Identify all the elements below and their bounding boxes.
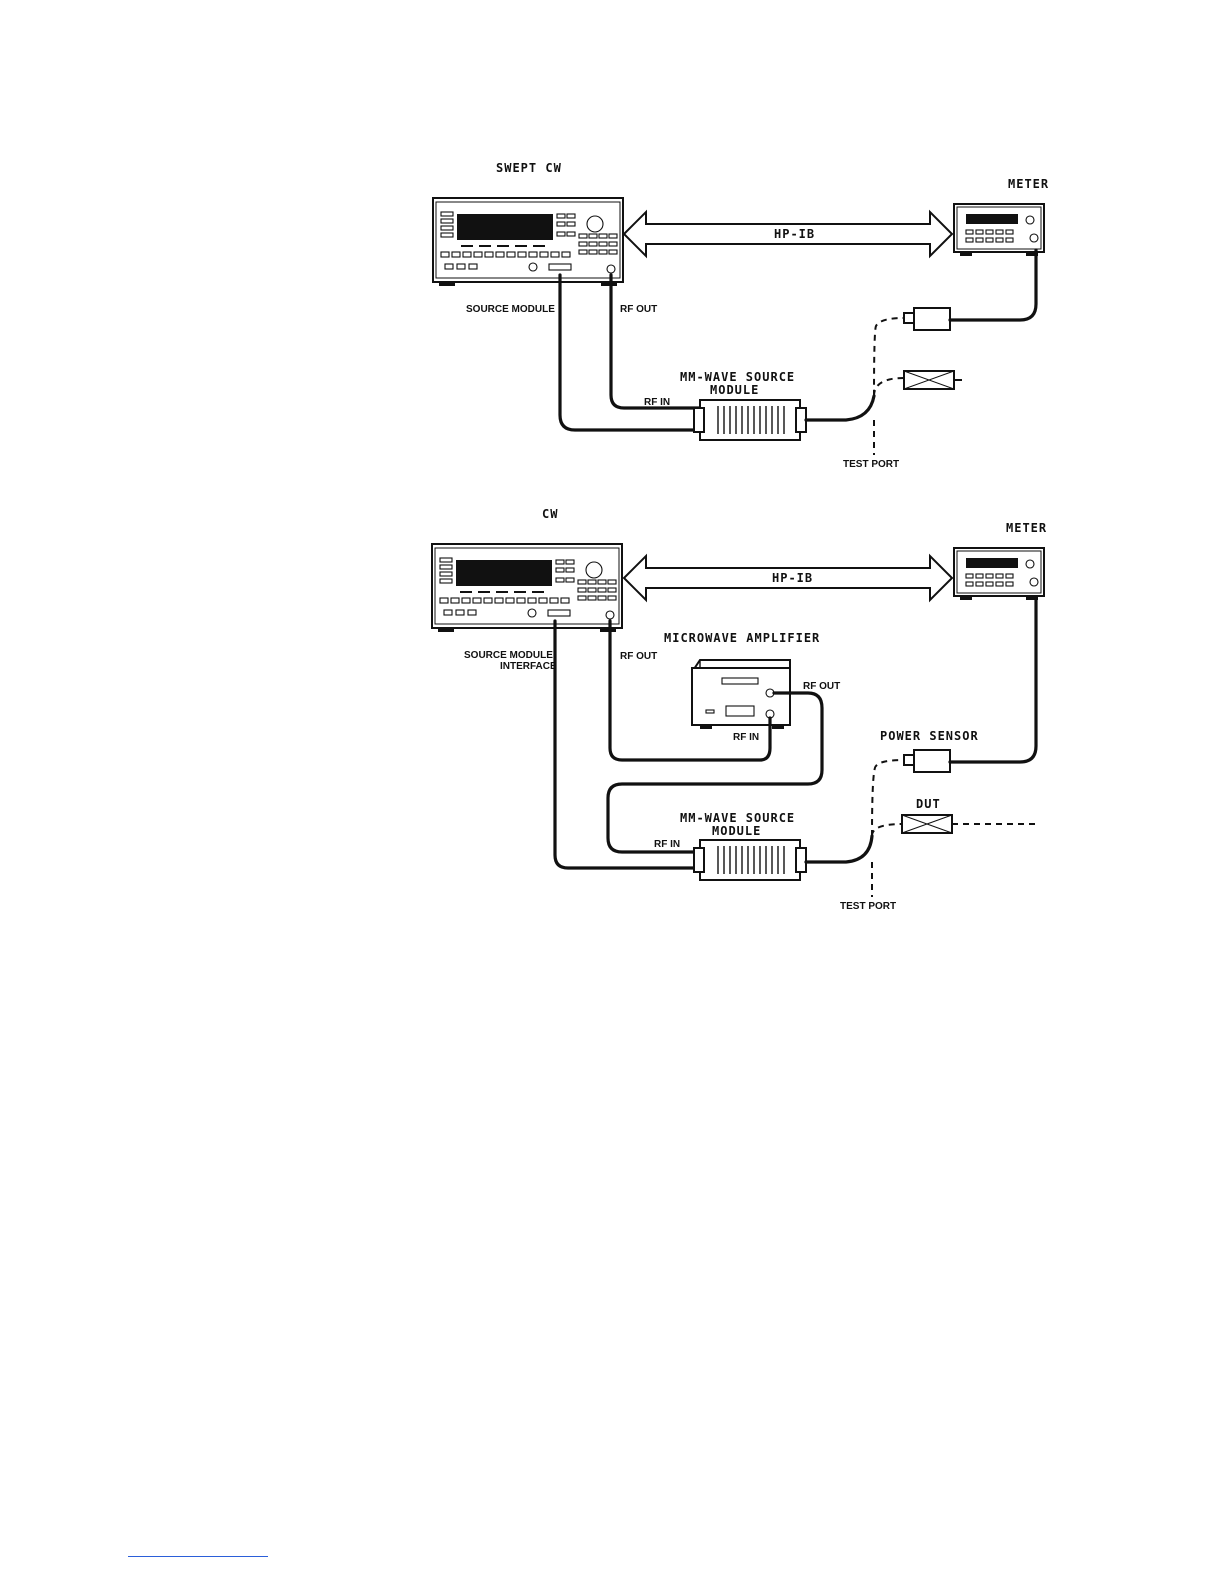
top-sensor-cable <box>950 250 1036 320</box>
dut-label: DUT <box>916 797 941 811</box>
power-sensor-label: POWER SENSOR <box>880 729 979 743</box>
bottom-diagram: CW METER HP-IB SOURCE MODULE INTERFACE R… <box>432 507 1047 912</box>
bottom-hpib-label: HP-IB <box>772 571 813 585</box>
bottom-mm-label-1: MM-WAVE SOURCE <box>680 811 795 825</box>
top-output-cable <box>806 396 874 420</box>
top-source-module-label: SOURCE MODULE <box>466 304 555 315</box>
top-hpib-label: HP-IB <box>774 227 815 241</box>
top-source-label: SWEPT CW <box>496 161 562 175</box>
top-rf-out-label: RF OUT <box>620 304 657 315</box>
bottom-source-module-label-2: INTERFACE <box>500 661 557 672</box>
bottom-test-port-label: TEST PORT <box>840 901 896 912</box>
amp-rf-in-label: RF IN <box>733 732 759 743</box>
top-test-port-label: TEST PORT <box>843 459 899 470</box>
top-mm-label-1: MM-WAVE SOURCE <box>680 370 795 384</box>
bottom-rf-in-label: RF IN <box>654 839 680 850</box>
bottom-dut-path <box>872 824 902 836</box>
top-meter <box>954 204 1044 256</box>
bottom-rf-out-label: RF OUT <box>620 651 657 662</box>
top-dut-path <box>874 378 904 396</box>
top-dut <box>904 371 962 389</box>
top-mm-label-2: MODULE <box>710 383 759 397</box>
swept-cw-source <box>433 198 623 286</box>
bottom-dut <box>902 815 1038 833</box>
bottom-hpib-arrow: HP-IB <box>624 556 952 600</box>
bottom-source-label: CW <box>542 507 558 521</box>
top-mm-module <box>694 400 806 440</box>
top-rf-in-label: RF IN <box>644 397 670 408</box>
top-meter-label: METER <box>1008 177 1049 191</box>
top-hpib-arrow: HP-IB <box>624 212 952 256</box>
bottom-power-sensor <box>904 750 950 772</box>
cw-source <box>432 544 622 632</box>
bottom-mm-module <box>694 840 806 880</box>
top-power-sensor <box>904 308 950 330</box>
top-diagram: SWEPT CW METER HP-IB SOURCE MODULE RF OU… <box>433 161 1049 470</box>
footer-rule <box>128 1556 268 1557</box>
bottom-sensor-path <box>872 760 904 836</box>
amp-rf-out-label: RF OUT <box>803 681 840 692</box>
bottom-mm-label-2: MODULE <box>712 824 761 838</box>
bottom-output-cable <box>806 836 872 862</box>
bottom-meter-label: METER <box>1006 521 1047 535</box>
amp-label: MICROWAVE AMPLIFIER <box>664 631 820 645</box>
bottom-source-module-label-1: SOURCE MODULE <box>464 650 553 661</box>
bottom-meter <box>954 548 1044 600</box>
top-rf-cable <box>611 275 700 408</box>
